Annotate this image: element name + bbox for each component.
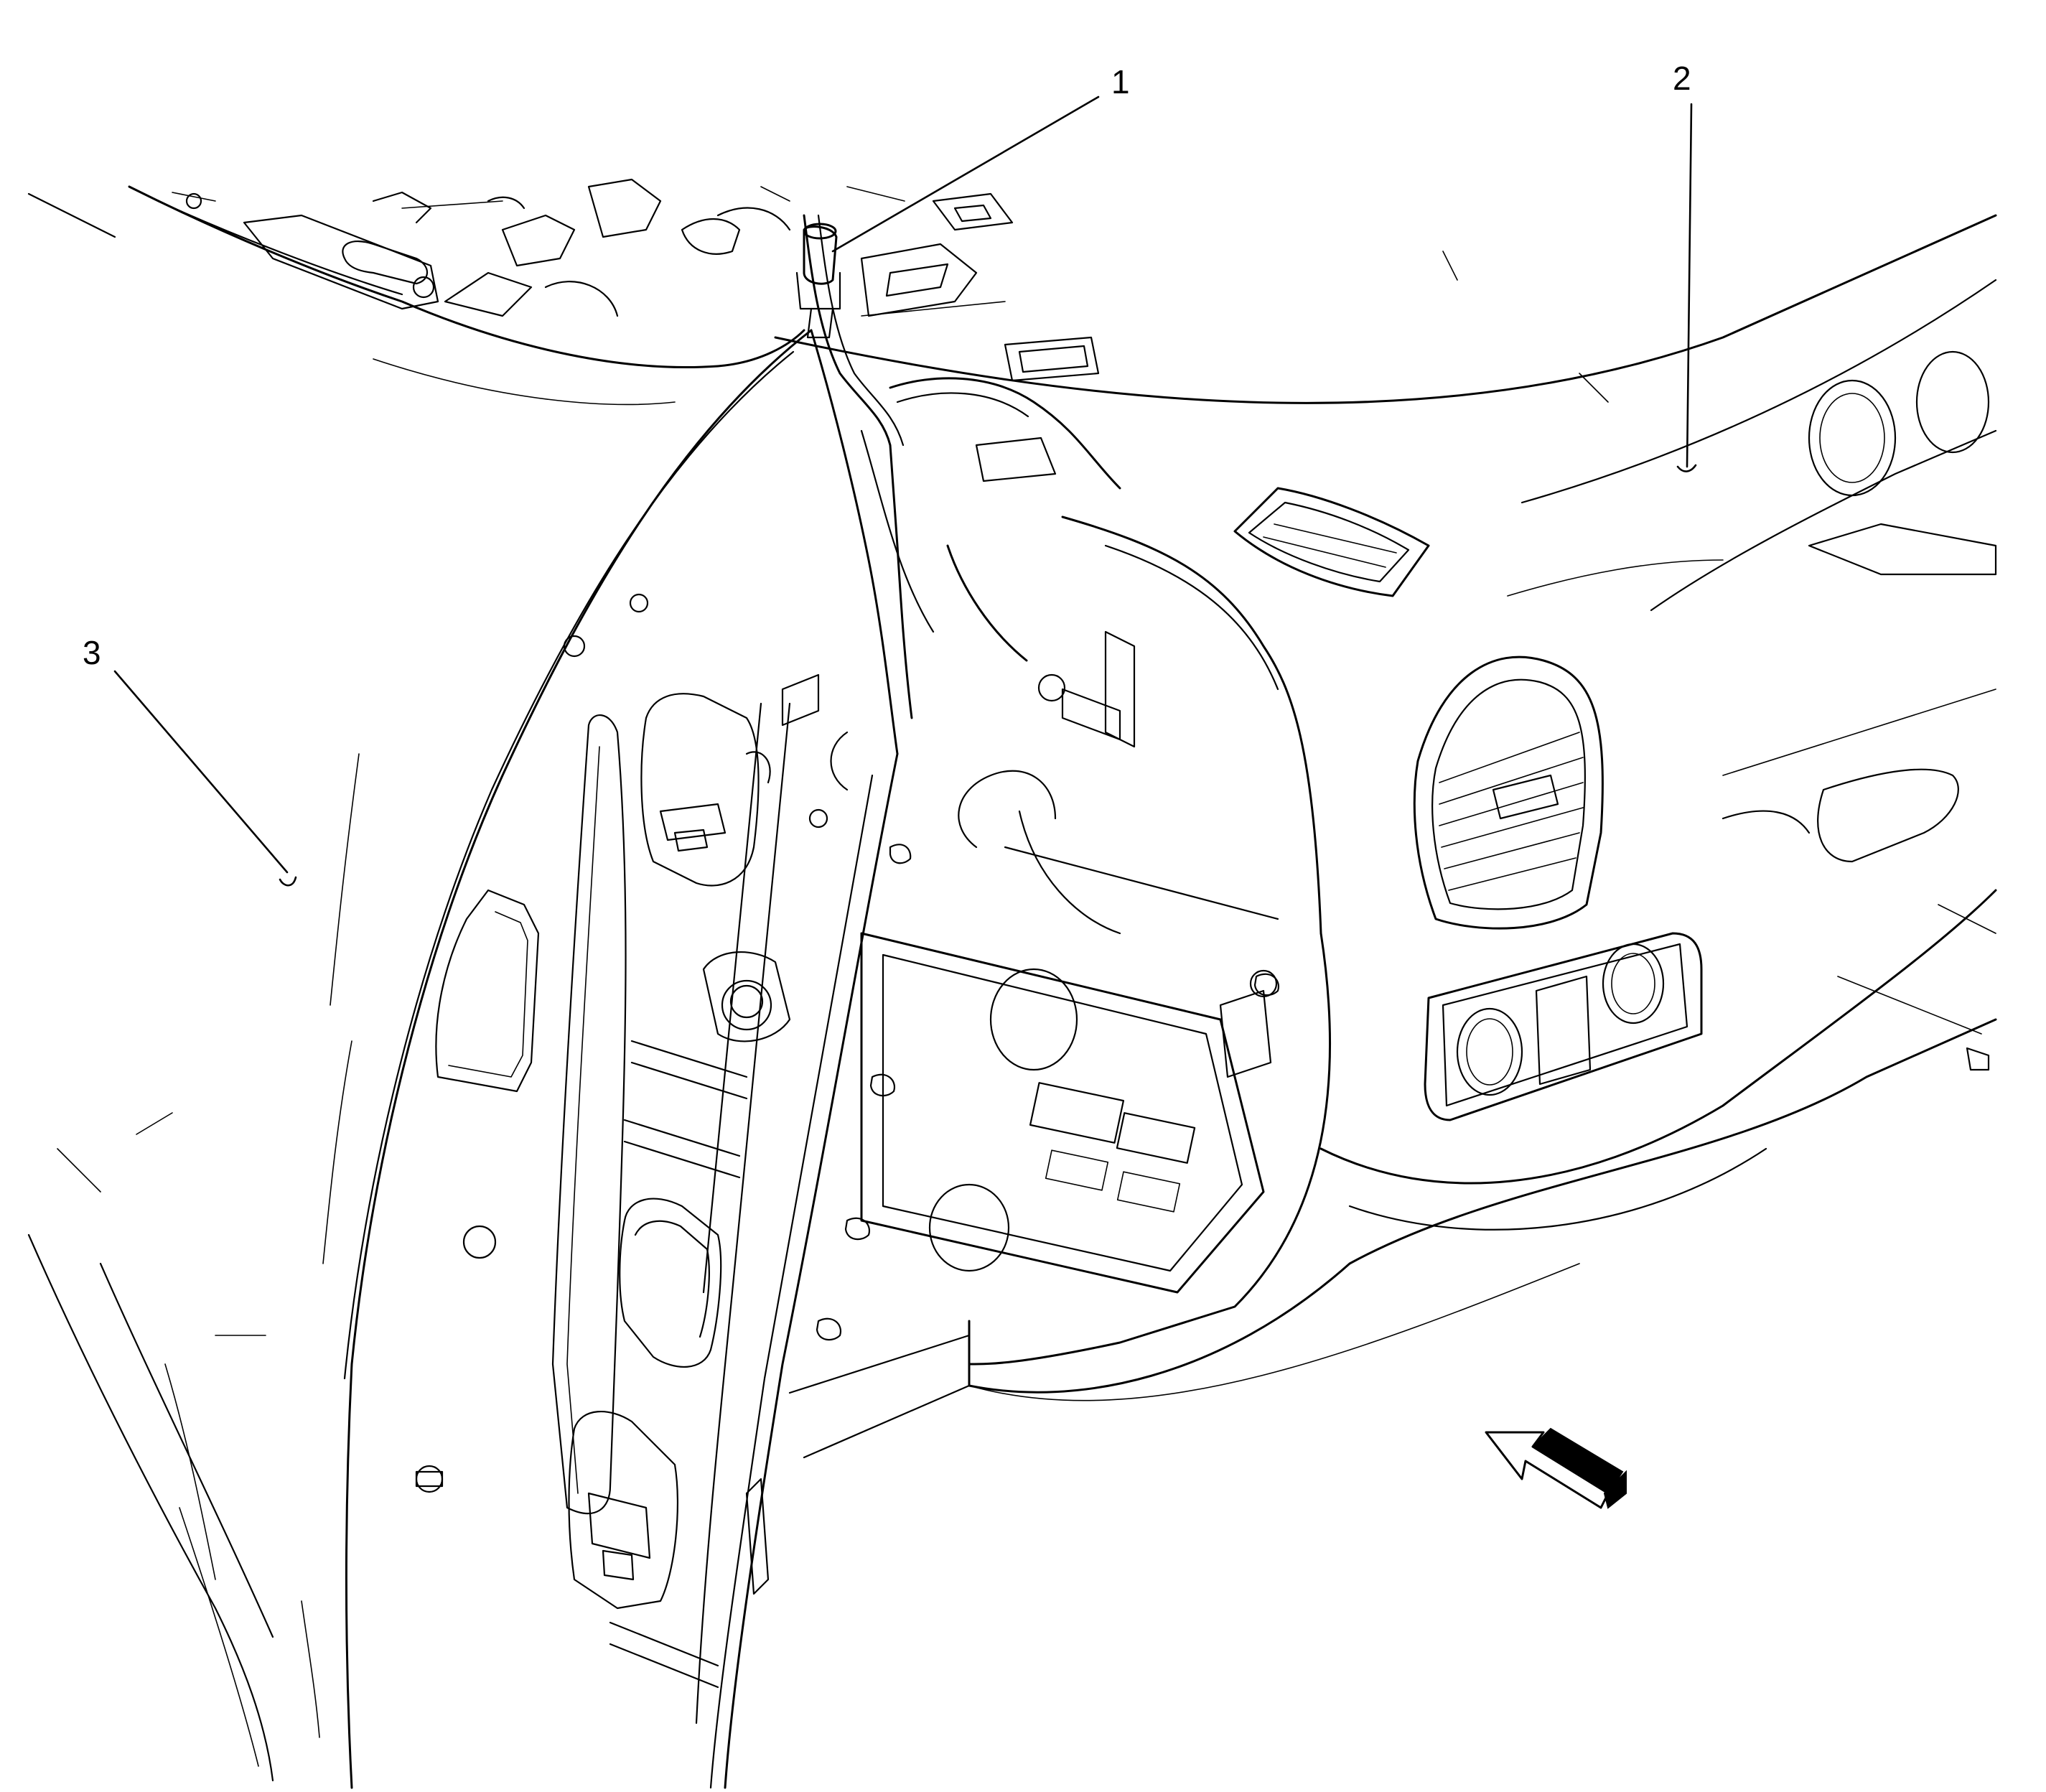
upper-brackets <box>681 186 1014 317</box>
instrument-panel-upper <box>774 214 1997 1401</box>
fuse-block-area <box>860 630 1279 1294</box>
callout-2-label: 2 <box>1673 60 1691 97</box>
wiring-harness <box>803 214 1121 719</box>
view-direction-arrow-icon <box>1485 1427 1627 1509</box>
callout-1: 1 <box>831 63 1130 253</box>
sensor-component <box>795 223 841 339</box>
callout-3-label: 3 <box>83 634 101 671</box>
cowl-top-structure <box>27 178 1006 406</box>
callout-1-label: 1 <box>1111 63 1130 101</box>
callout-2: 2 <box>1673 60 1697 472</box>
cluster-area <box>1650 350 1997 1071</box>
center-air-vent <box>1413 655 1604 930</box>
door-pillar-panel <box>343 329 1280 1789</box>
switch-bezel <box>1424 932 1703 1121</box>
callout-3: 3 <box>83 634 297 887</box>
defroster-vent <box>1233 487 1430 597</box>
background-lines <box>27 251 1996 1782</box>
